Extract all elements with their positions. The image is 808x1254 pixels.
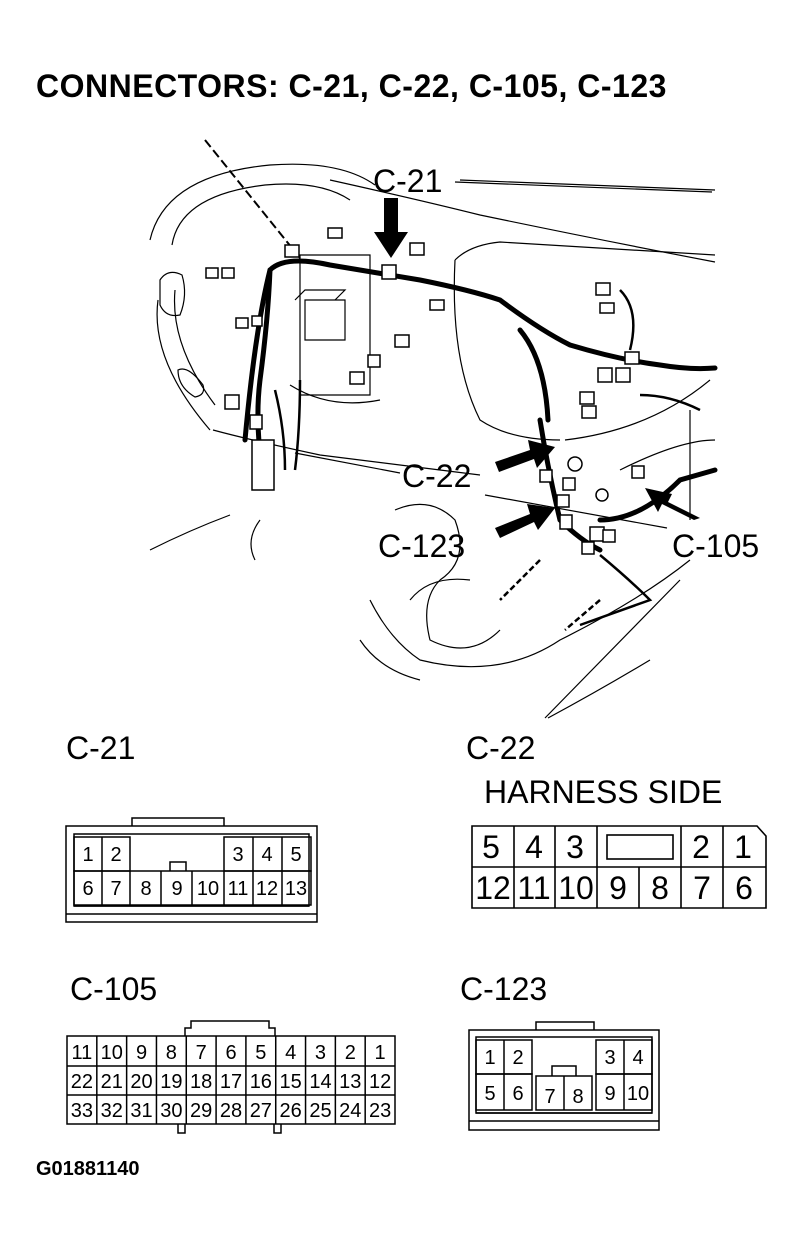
c105-pin: 31 (130, 1100, 152, 1122)
c21-arrow (374, 198, 408, 258)
c22-subtitle: HARNESS SIDE (484, 774, 723, 810)
c22-pin: 11 (517, 870, 550, 906)
c22-callout: C-22 (402, 458, 472, 494)
c105-pin: 22 (71, 1071, 93, 1093)
c105-pin: 21 (101, 1071, 123, 1093)
c105-pin: 12 (369, 1071, 391, 1093)
c105-pin: 4 (285, 1042, 296, 1064)
c105-pin: 30 (160, 1100, 182, 1122)
c22-pin: 3 (566, 829, 584, 865)
c22-pin: 2 (692, 829, 710, 865)
c22-pin: 4 (525, 829, 543, 865)
c21-pin: 8 (140, 878, 151, 900)
c22-label: C-22 (466, 730, 536, 766)
c105-pin: 26 (280, 1100, 302, 1122)
c21-pin: 11 (228, 878, 249, 900)
c105-pin: 32 (101, 1100, 123, 1122)
c105-pin: 27 (250, 1100, 272, 1122)
c123-label: C-123 (460, 971, 548, 1007)
c105-pin: 20 (130, 1071, 152, 1093)
c21-pin: 10 (197, 878, 219, 900)
c105-pin: 6 (225, 1042, 236, 1064)
c105-pin: 15 (280, 1071, 302, 1093)
page-title: CONNECTORS: C-21, C-22, C-105, C-123 (36, 68, 667, 104)
c105-pin: 7 (196, 1042, 207, 1064)
c105-pin: 28 (220, 1100, 242, 1122)
c123-pin: 4 (632, 1047, 643, 1069)
harness-illustration (149, 139, 718, 719)
c105-pin: 9 (136, 1042, 147, 1064)
figure-code: G01881140 (36, 1158, 140, 1180)
c105-pin: 29 (190, 1100, 212, 1122)
c21-pin: 5 (290, 844, 301, 866)
c21-pin: 4 (261, 844, 272, 866)
c105-pin: 16 (250, 1071, 272, 1093)
c123-callout: C-123 (378, 528, 466, 564)
c105-pin: 25 (309, 1100, 331, 1122)
c105-pin: 5 (255, 1042, 266, 1064)
c123-pin: 9 (604, 1083, 615, 1105)
c105-callout: C-105 (672, 528, 760, 564)
c123-pin: 5 (484, 1083, 495, 1105)
c105-pin: 33 (71, 1100, 93, 1122)
c22-arrow (495, 440, 555, 472)
c105-pin: 1 (375, 1042, 386, 1064)
c123-pin: 7 (544, 1086, 555, 1108)
c105-pin: 13 (339, 1071, 361, 1093)
c105-pin: 14 (309, 1071, 331, 1093)
c22-pin: 1 (734, 829, 752, 865)
c21-pin: 12 (256, 878, 278, 900)
c21-pin: 3 (232, 844, 243, 866)
c22-pin: 7 (693, 870, 711, 906)
c22-pin: 10 (558, 870, 594, 906)
c21-label: C-21 (66, 730, 136, 766)
c21-pin: 6 (82, 878, 93, 900)
c123-pin: 3 (604, 1047, 615, 1069)
c105-pin: 2 (345, 1042, 356, 1064)
c22-pin: 9 (609, 870, 627, 906)
c21-callout: C-21 (373, 163, 443, 199)
c22-pin: 6 (735, 870, 753, 906)
c105-pin: 23 (369, 1100, 391, 1122)
c22-pin: 5 (482, 829, 500, 865)
c105-pin: 24 (339, 1100, 361, 1122)
c123-pin: 6 (512, 1083, 523, 1105)
c123-pin: 1 (484, 1047, 495, 1069)
c105-label: C-105 (70, 971, 158, 1007)
c105-pin: 18 (190, 1071, 212, 1093)
c123-pin: 8 (572, 1086, 583, 1108)
c123-arrow (495, 504, 555, 538)
c21-pin: 9 (171, 878, 182, 900)
c21-pin: 1 (82, 844, 93, 866)
c21-pin: 7 (110, 878, 121, 900)
c123-pin: 2 (512, 1047, 523, 1069)
c123-pin: 10 (627, 1083, 649, 1105)
c105-pin: 8 (166, 1042, 177, 1064)
c21-pin: 2 (110, 844, 121, 866)
c105-arrow (645, 488, 700, 520)
c105-pin: 19 (160, 1071, 182, 1093)
c22-pin: 12 (475, 870, 511, 906)
c21-pin: 13 (285, 878, 307, 900)
c105-pin: 11 (72, 1042, 93, 1064)
c105-pin: 17 (220, 1071, 242, 1093)
c105-pin: 10 (101, 1042, 123, 1064)
c22-pin: 8 (651, 870, 669, 906)
c105-pin: 3 (315, 1042, 326, 1064)
